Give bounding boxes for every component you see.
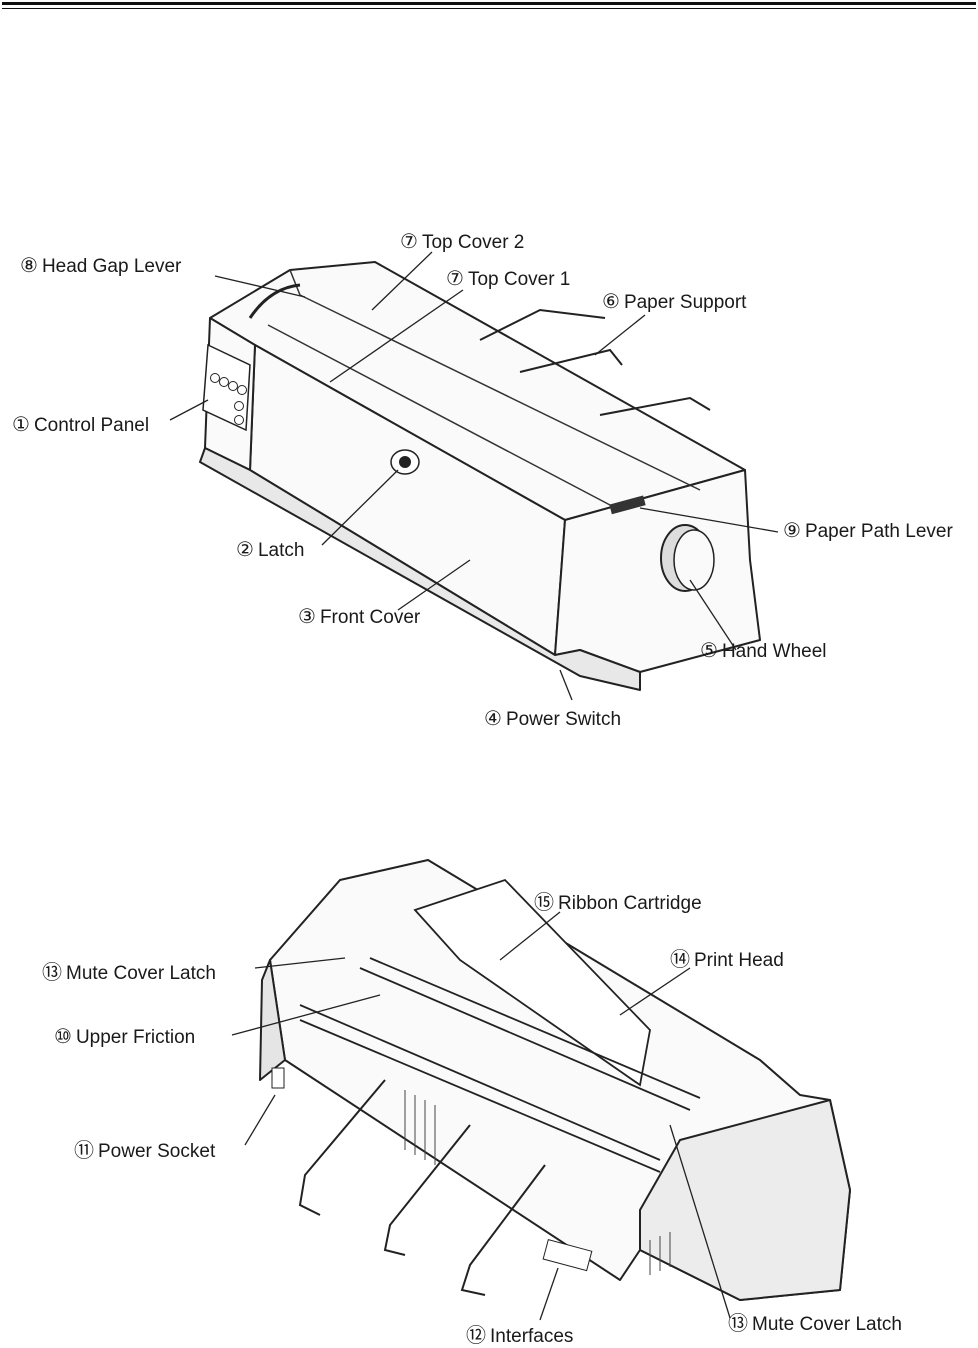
label-number: ⑫ bbox=[466, 1323, 486, 1347]
label-text: Top Cover 2 bbox=[422, 232, 524, 253]
latch-shape bbox=[391, 450, 419, 474]
label-number: ⑥ bbox=[602, 289, 620, 313]
label-text: Mute Cover Latch bbox=[66, 963, 216, 984]
label-number: ⑧ bbox=[20, 253, 38, 277]
printer-front-body bbox=[200, 262, 760, 690]
label-text: Front Cover bbox=[320, 607, 420, 628]
power-socket-shape bbox=[272, 1068, 284, 1088]
label-number: ⑦ bbox=[400, 229, 418, 253]
hand-wheel-shape bbox=[661, 525, 714, 591]
label-text: Head Gap Lever bbox=[42, 256, 181, 277]
label-number: ⑬ bbox=[728, 1311, 748, 1335]
label-number: ⑮ bbox=[534, 890, 554, 914]
label-text: Paper Path Lever bbox=[805, 521, 953, 542]
label-text: Top Cover 1 bbox=[468, 269, 570, 290]
label-text: Upper Friction bbox=[76, 1027, 195, 1048]
label-number: ⑭ bbox=[670, 947, 690, 971]
label-text: Power Socket bbox=[98, 1141, 215, 1162]
label-number: ② bbox=[236, 537, 254, 561]
label-number: ① bbox=[12, 412, 30, 436]
label-number: ③ bbox=[298, 604, 316, 628]
label-text: Control Panel bbox=[34, 415, 149, 436]
label-number: ⑬ bbox=[42, 960, 62, 984]
label-number: ⑪ bbox=[74, 1138, 94, 1162]
label-number: ⑦ bbox=[446, 266, 464, 290]
label-text: Mute Cover Latch bbox=[752, 1314, 902, 1335]
label-number: ⑨ bbox=[783, 518, 801, 542]
label-text: Print Head bbox=[694, 950, 784, 971]
label-number: ⑩ bbox=[54, 1024, 72, 1048]
label-number: ⑤ bbox=[700, 638, 718, 662]
label-number: ④ bbox=[484, 706, 502, 730]
label-text: Interfaces bbox=[490, 1326, 573, 1347]
label-text: Ribbon Cartridge bbox=[558, 893, 702, 914]
printer-rear-body bbox=[260, 860, 850, 1300]
label-text: Power Switch bbox=[506, 709, 621, 730]
label-text: Latch bbox=[258, 540, 304, 561]
label-text: Hand Wheel bbox=[722, 641, 827, 662]
label-text: Paper Support bbox=[624, 292, 747, 313]
